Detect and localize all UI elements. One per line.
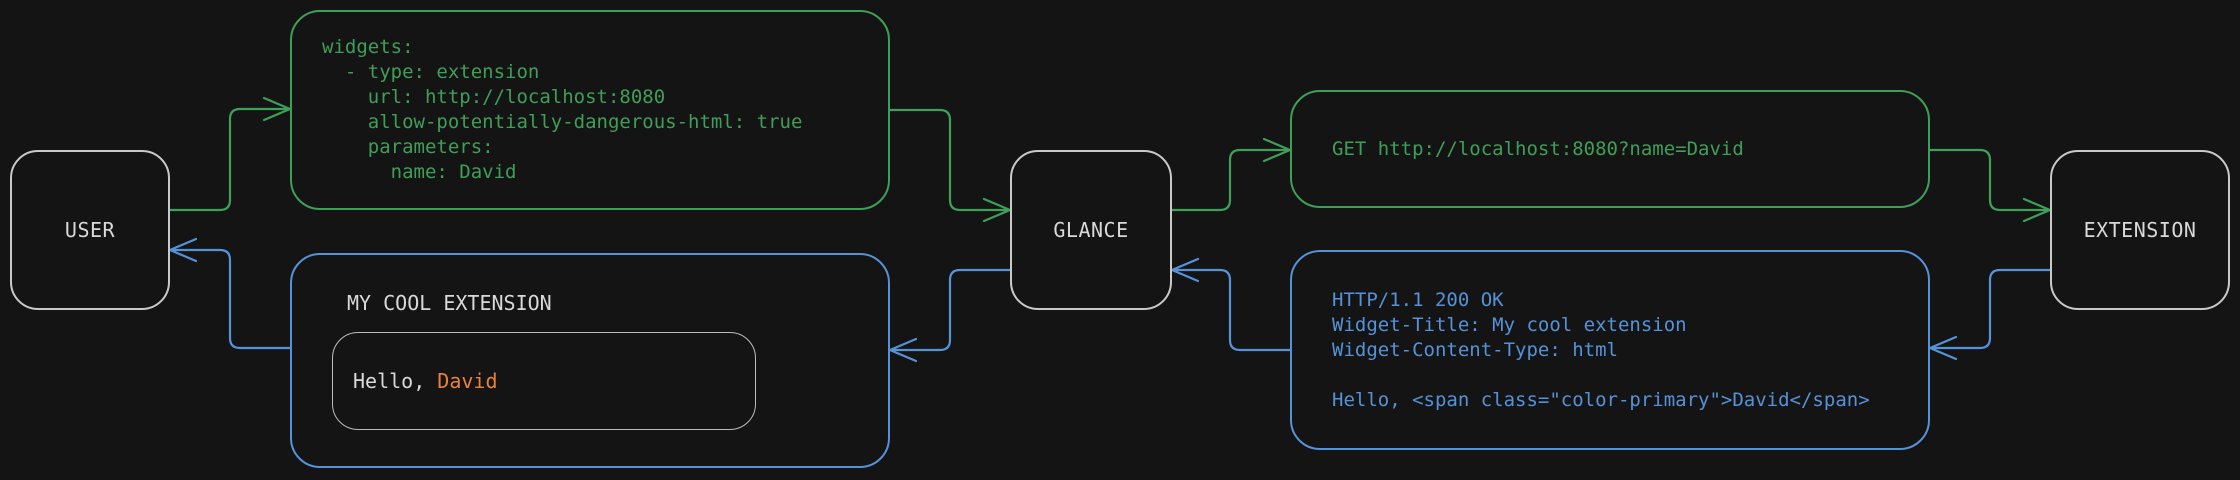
greeting-name: David xyxy=(437,369,498,393)
arrow-request-to-extension xyxy=(1928,148,2052,223)
arrow-glance-to-widget xyxy=(888,268,1012,363)
arrow-glance-to-request xyxy=(1170,137,1292,212)
widget-preview-box: MY COOL EXTENSION Hello, David xyxy=(290,253,890,468)
http-request-box: GET http://localhost:8080?name=David xyxy=(1290,90,1930,208)
config-line: widgets: xyxy=(322,36,414,58)
arrow-user-to-config xyxy=(168,96,292,212)
config-line: name: David xyxy=(322,161,517,183)
greeting-prefix: Hello, xyxy=(353,369,438,393)
response-line xyxy=(1332,363,1928,388)
greeting-box: Hello, David xyxy=(332,332,756,430)
config-yaml-box: widgets: - type: extension url: http://l… xyxy=(290,10,890,210)
widget-title: MY COOL EXTENSION xyxy=(347,291,552,315)
node-extension-label: EXTENSION xyxy=(2083,218,2197,242)
config-line: url: http://localhost:8080 xyxy=(322,86,666,108)
config-line: - type: extension xyxy=(322,61,540,83)
node-user: USER xyxy=(10,150,170,310)
arrow-extension-to-response xyxy=(1928,268,2052,361)
node-glance-label: GLANCE xyxy=(1053,218,1129,242)
arrow-response-to-glance xyxy=(1170,257,1292,352)
node-extension: EXTENSION xyxy=(2050,150,2230,310)
node-user-label: USER xyxy=(64,218,116,242)
response-line: Widget-Title: My cool extension xyxy=(1332,313,1687,336)
response-line: Hello, <span class="color-primary">David… xyxy=(1332,388,1870,411)
config-line: parameters: xyxy=(322,136,494,158)
arrow-config-to-glance xyxy=(888,108,1012,223)
response-line: Widget-Content-Type: html xyxy=(1332,338,1618,361)
request-line: GET http://localhost:8080?name=David xyxy=(1332,137,1744,160)
arrow-widget-to-user xyxy=(168,237,292,350)
http-response-box: HTTP/1.1 200 OK Widget-Title: My cool ex… xyxy=(1290,250,1930,450)
response-line: HTTP/1.1 200 OK xyxy=(1332,288,1504,311)
node-glance: GLANCE xyxy=(1010,150,1172,310)
config-line: allow-potentially-dangerous-html: true xyxy=(322,111,803,133)
